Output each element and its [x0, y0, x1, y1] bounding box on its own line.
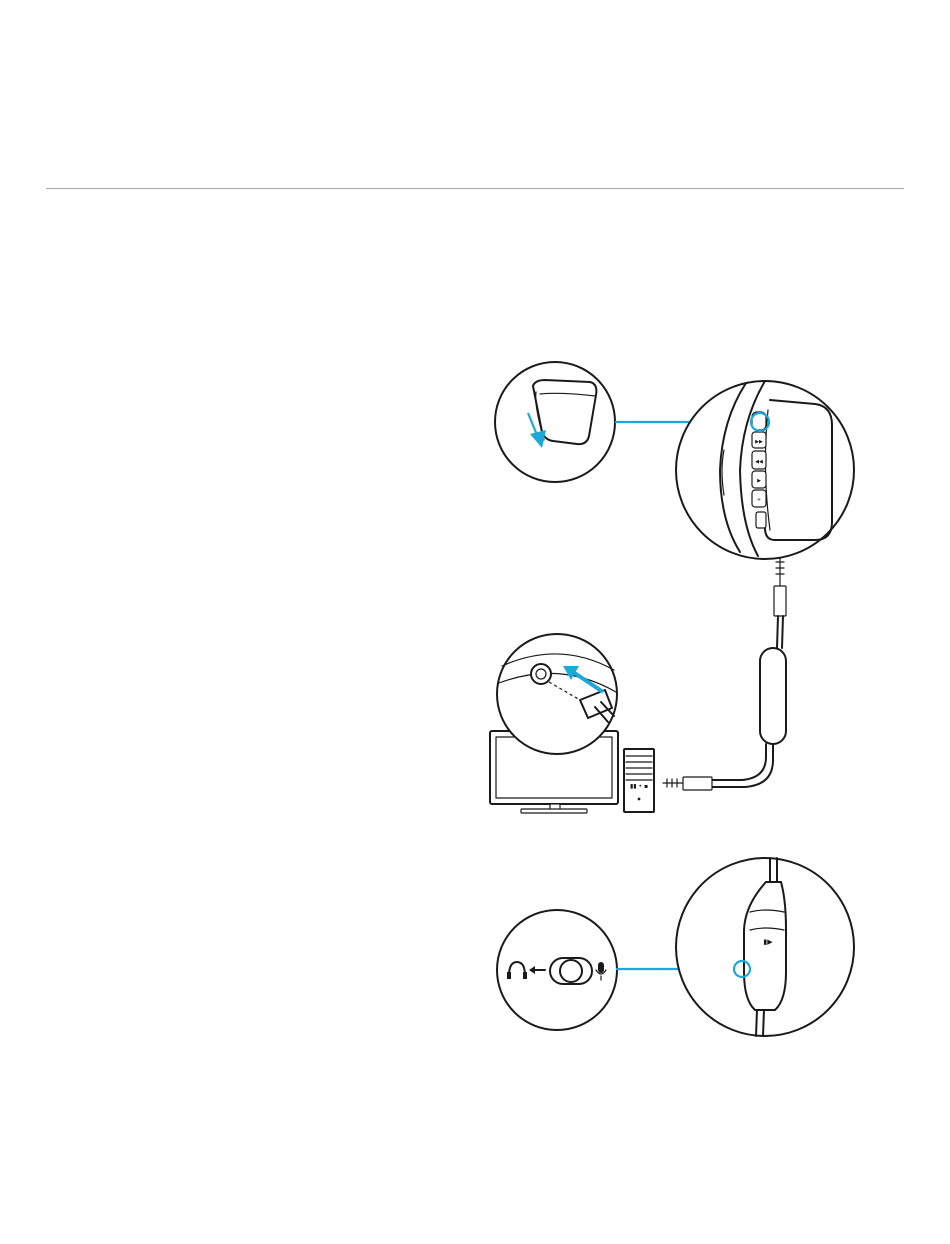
svg-text:+: +	[757, 497, 761, 503]
step1-earcup-controls: ▶▶ ◀◀ ▶ +	[676, 381, 854, 559]
step1-mic-stow-detail	[495, 362, 615, 482]
step3-switch-detail	[497, 910, 617, 1030]
toggle-switch-icon	[550, 958, 592, 984]
step2-jack-detail	[497, 634, 617, 754]
audio-jack-icon	[531, 664, 551, 684]
svg-text:◀◀: ◀◀	[755, 459, 763, 465]
cable-icon	[663, 558, 786, 790]
svg-text:▶: ▶	[757, 478, 761, 484]
svg-text:▮▶: ▮▶	[763, 938, 773, 946]
pc-tower-icon: ▮▮ • ▪	[624, 749, 654, 812]
step3-inline-remote-detail: ▮▶	[676, 858, 854, 1036]
svg-text:▮▮ • ▪: ▮▮ • ▪	[630, 783, 648, 790]
svg-text:▶▶: ▶▶	[755, 439, 763, 445]
